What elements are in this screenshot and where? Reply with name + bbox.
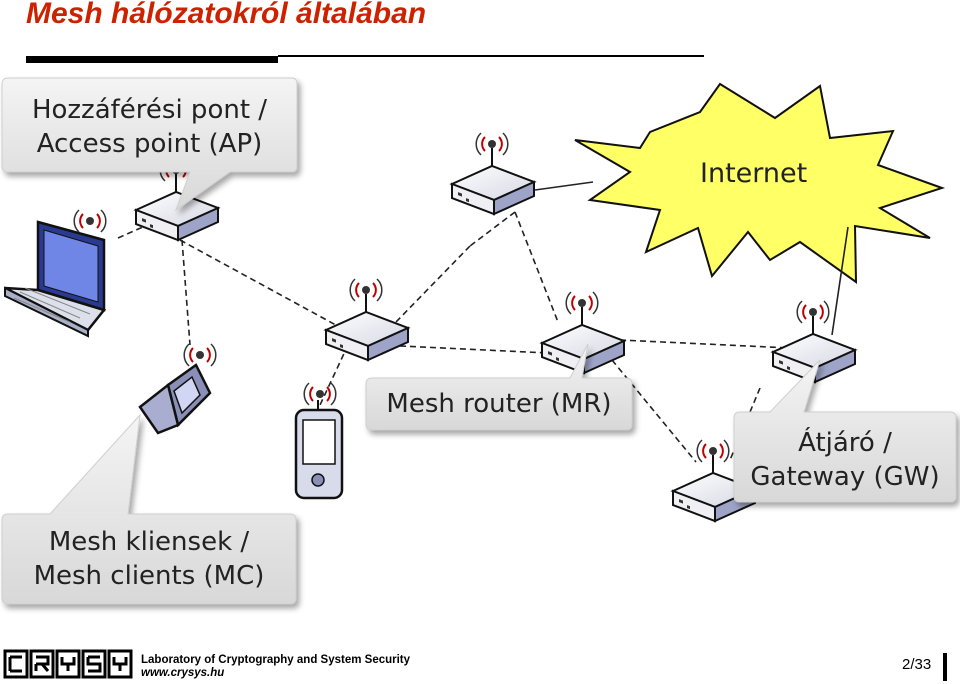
slide-title: Mesh hálózatokról általában — [26, 0, 427, 30]
gateway-label: Átjáró / Gateway (GW) — [734, 418, 956, 502]
callout-gateway — [733, 359, 957, 503]
mesh-clients-label: Mesh kliensek / Mesh clients (MC) — [2, 514, 296, 604]
access-point-label-line1: Hozzáférési pont / — [31, 95, 268, 125]
page-number: 2/33 — [902, 656, 932, 673]
gateway-label-line1: Átjáró / — [798, 428, 892, 458]
internet-label: Internet — [700, 158, 808, 189]
callout-mesh-clients — [1, 413, 297, 605]
phone-client — [138, 343, 217, 435]
router-top — [451, 132, 535, 215]
mesh-clients-label-line2: Mesh clients (MC) — [33, 561, 265, 591]
mesh-clients-label-line1: Mesh kliensek / — [48, 527, 250, 557]
mesh-router-label: Mesh router (MR) — [366, 378, 632, 430]
title-rule-thick — [26, 56, 278, 63]
crysys-logo — [3, 649, 133, 679]
mesh-router-label-line1: Mesh router (MR) — [386, 389, 612, 419]
title-rule-thin — [278, 55, 704, 57]
laptop-client — [4, 209, 107, 338]
access-point-label: Hozzáférési pont / Access point (AP) — [2, 84, 297, 170]
router-middle-left — [325, 278, 409, 361]
callout-access-point — [1, 77, 298, 212]
footer-url[interactable]: www.crysys.hu — [141, 667, 225, 679]
callout-mesh-router — [365, 343, 633, 431]
gateway-label-line2: Gateway (GW) — [750, 462, 940, 492]
pda-client — [294, 382, 344, 500]
internet-cloud — [574, 82, 946, 284]
footer-lab-name: Laboratory of Cryptography and System Se… — [141, 654, 411, 666]
access-point-label-line2: Access point (AP) — [36, 129, 263, 159]
connection-links — [117, 211, 791, 463]
uplink-lines — [534, 181, 849, 336]
footer-bar — [943, 653, 947, 681]
